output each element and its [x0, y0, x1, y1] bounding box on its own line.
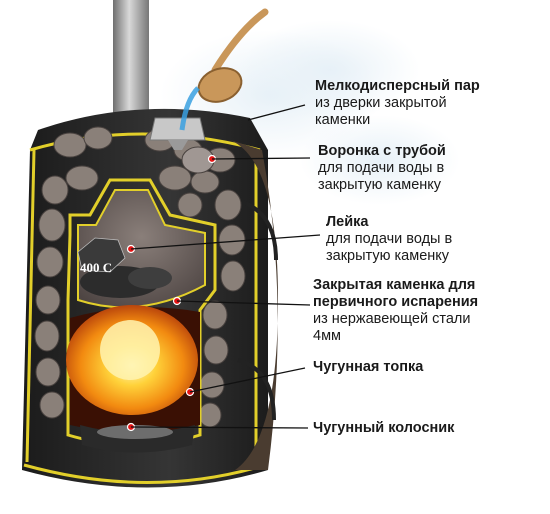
chamber-stones: [77, 237, 172, 298]
water-funnel: [149, 117, 206, 150]
annotation-sub-1: для подачи воды в: [326, 231, 453, 247]
annotation-sub-2: закрытую каменку: [326, 248, 450, 264]
annotation-sub-1: из нержавеющей стали: [313, 311, 471, 327]
annotation-title: Чугунная топка: [313, 359, 424, 375]
ladle-icon: [179, 8, 269, 131]
annotation-sub-1: для подачи воды в: [318, 160, 445, 176]
leader-grate: [130, 426, 309, 429]
annotation-sub-1: из дверки закрытой: [315, 95, 447, 111]
annotation-funnel: Воронка с трубой для подачи воды в закры…: [318, 143, 543, 194]
grate: [80, 425, 195, 453]
annotation-sub-2: каменки: [315, 112, 371, 128]
leader-firebox: [189, 367, 306, 393]
annotation-sub-2: закрытую каменку: [318, 177, 442, 193]
annotation-title-line2: первичного испарения: [313, 294, 479, 310]
annotation-sub-2: 4мм: [313, 328, 342, 344]
annotation-grate: Чугунный колосник: [313, 420, 543, 437]
temperature-label: 400 C: [80, 260, 112, 275]
annotation-title: Воронка с трубой: [318, 143, 446, 159]
firebox: [66, 305, 200, 433]
annotation-title: Чугунный колосник: [313, 420, 455, 436]
leader-chamber: [176, 300, 311, 306]
annotation-title: Мелкодисперсный пар: [315, 78, 480, 94]
annotation-steam: Мелкодисперсный пар из дверки закрытой к…: [315, 78, 545, 129]
leader-funnel: [211, 157, 311, 160]
leader-steam: [247, 104, 306, 121]
annotation-title: Лейка: [326, 214, 369, 230]
annotation-title: Закрытая каменка для: [313, 277, 476, 293]
leader-lines: [130, 104, 321, 429]
leader-spout: [130, 234, 321, 250]
annotation-firebox: Чугунная топка: [313, 359, 543, 376]
annotation-closed-chamber: Закрытая каменка для первичного испарени…: [313, 277, 548, 345]
annotation-spout: Лейка для подачи воды в закрытую каменку: [326, 214, 546, 265]
